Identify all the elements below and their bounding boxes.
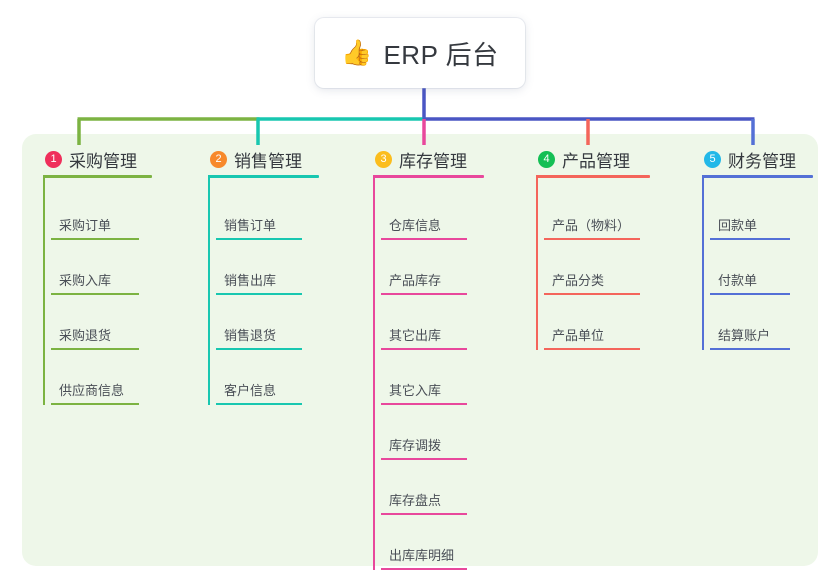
leaf-node[interactable]: 销售出库 [202, 259, 308, 295]
branch-header-label: 销售管理 [234, 151, 302, 171]
leaf-node[interactable]: 产品库存 [367, 259, 473, 295]
branch-header-4[interactable]: 4 产品管理 [530, 146, 630, 172]
leaf-node-label: 客户信息 [224, 383, 277, 398]
root-node-erp-backend[interactable]: 👍 ERP 后台 [315, 18, 525, 88]
branch-header-underline [537, 175, 650, 178]
leaf-node[interactable]: 客户信息 [202, 369, 308, 405]
leaf-node-underline [51, 238, 139, 240]
leaf-node-underline [544, 238, 640, 240]
leaf-node-underline [544, 348, 640, 350]
leaf-node-label: 产品（物料） [552, 218, 631, 233]
leaf-node[interactable]: 销售订单 [202, 204, 308, 240]
branch-number-badge: 3 [375, 150, 392, 168]
branch-column-采购管理: 1 采购管理 [37, 146, 152, 178]
leaf-node-underline [381, 513, 467, 515]
leaf-node-label: 库存盘点 [389, 493, 442, 508]
leaf-node-label: 采购退货 [59, 328, 112, 343]
leaf-node-label: 其它入库 [389, 383, 442, 398]
branch-number-badge: 1 [45, 150, 62, 168]
branch-header-label: 采购管理 [69, 151, 137, 171]
leaf-node-label: 采购订单 [59, 218, 112, 233]
leaf-node-underline [381, 348, 467, 350]
leaf-node-underline [216, 293, 302, 295]
leaf-node-underline [216, 348, 302, 350]
leaf-node-underline [381, 568, 467, 570]
leaf-node-label: 产品单位 [552, 328, 605, 343]
leaf-node-underline [710, 293, 790, 295]
leaf-node-underline [710, 238, 790, 240]
branch-number-badge: 4 [538, 150, 555, 168]
leaf-node[interactable]: 其它入库 [367, 369, 473, 405]
leaf-node-label: 回款单 [718, 218, 758, 233]
leaf-node[interactable]: 仓库信息 [367, 204, 473, 240]
leaf-node-underline [710, 348, 790, 350]
branch-column-库存管理: 3 库存管理 [367, 146, 484, 178]
leaf-node-label: 供应商信息 [59, 383, 125, 398]
leaf-node[interactable]: 付款单 [696, 259, 796, 295]
branch-number-badge: 5 [704, 150, 721, 168]
leaf-node-label: 出库库明细 [389, 548, 455, 563]
root-node-content: 👍 ERP 后台 [341, 35, 498, 72]
leaf-node-label: 销售订单 [224, 218, 277, 233]
leaf-node-underline [216, 403, 302, 405]
branch-header-label: 财务管理 [728, 151, 796, 171]
leaf-node[interactable]: 产品（物料） [530, 204, 646, 240]
leaf-node-underline [381, 403, 467, 405]
leaf-node[interactable]: 结算账户 [696, 314, 796, 350]
leaf-node[interactable]: 回款单 [696, 204, 796, 240]
leaf-node-label: 其它出库 [389, 328, 442, 343]
leaf-node-underline [51, 293, 139, 295]
leaf-node-underline [381, 238, 467, 240]
leaf-node-underline [51, 403, 139, 405]
branch-header-underline [209, 175, 319, 178]
leaf-node[interactable]: 其它出库 [367, 314, 473, 350]
leaf-node[interactable]: 产品单位 [530, 314, 646, 350]
leaf-node[interactable]: 库存盘点 [367, 479, 473, 515]
branch-header-label: 库存管理 [399, 151, 467, 171]
leaf-node[interactable]: 产品分类 [530, 259, 646, 295]
branch-header-2[interactable]: 2 销售管理 [202, 146, 302, 172]
branch-header-3[interactable]: 3 库存管理 [367, 146, 467, 172]
leaf-node-label: 产品分类 [552, 273, 605, 288]
leaf-node[interactable]: 采购入库 [37, 259, 145, 295]
leaf-node-label: 采购入库 [59, 273, 112, 288]
leaf-node[interactable]: 供应商信息 [37, 369, 145, 405]
leaf-node-label: 产品库存 [389, 273, 442, 288]
branch-header-underline [374, 175, 484, 178]
leaf-node-underline [216, 238, 302, 240]
leaf-node[interactable]: 采购订单 [37, 204, 145, 240]
leaf-node[interactable]: 采购退货 [37, 314, 145, 350]
leaf-node-label: 付款单 [718, 273, 758, 288]
leaf-node-underline [51, 348, 139, 350]
root-node-title: ERP 后台 [383, 39, 499, 70]
branch-column-销售管理: 2 销售管理 [202, 146, 319, 178]
leaf-node-label: 库存调拨 [389, 438, 442, 453]
diagram-panel [22, 134, 818, 566]
branch-header-label: 产品管理 [562, 151, 630, 171]
branch-header-5[interactable]: 5 财务管理 [696, 146, 796, 172]
leaf-node-underline [544, 293, 640, 295]
branch-header-underline [703, 175, 813, 178]
branch-header-1[interactable]: 1 采购管理 [37, 146, 137, 172]
leaf-node[interactable]: 销售退货 [202, 314, 308, 350]
leaf-node[interactable]: 出库库明细 [367, 534, 473, 570]
branch-column-产品管理: 4 产品管理 [530, 146, 650, 178]
branch-header-underline [44, 175, 152, 178]
leaf-node-label: 仓库信息 [389, 218, 442, 233]
branch-number-badge: 2 [210, 150, 227, 168]
leaf-node-underline [381, 458, 467, 460]
leaf-node-underline [381, 293, 467, 295]
leaf-node[interactable]: 库存调拨 [367, 424, 473, 460]
leaf-node-label: 结算账户 [718, 328, 771, 343]
leaf-node-label: 销售出库 [224, 273, 277, 288]
thumbs-up-icon: 👍 [341, 38, 373, 67]
branch-column-财务管理: 5 财务管理 [696, 146, 813, 178]
leaf-node-label: 销售退货 [224, 328, 277, 343]
